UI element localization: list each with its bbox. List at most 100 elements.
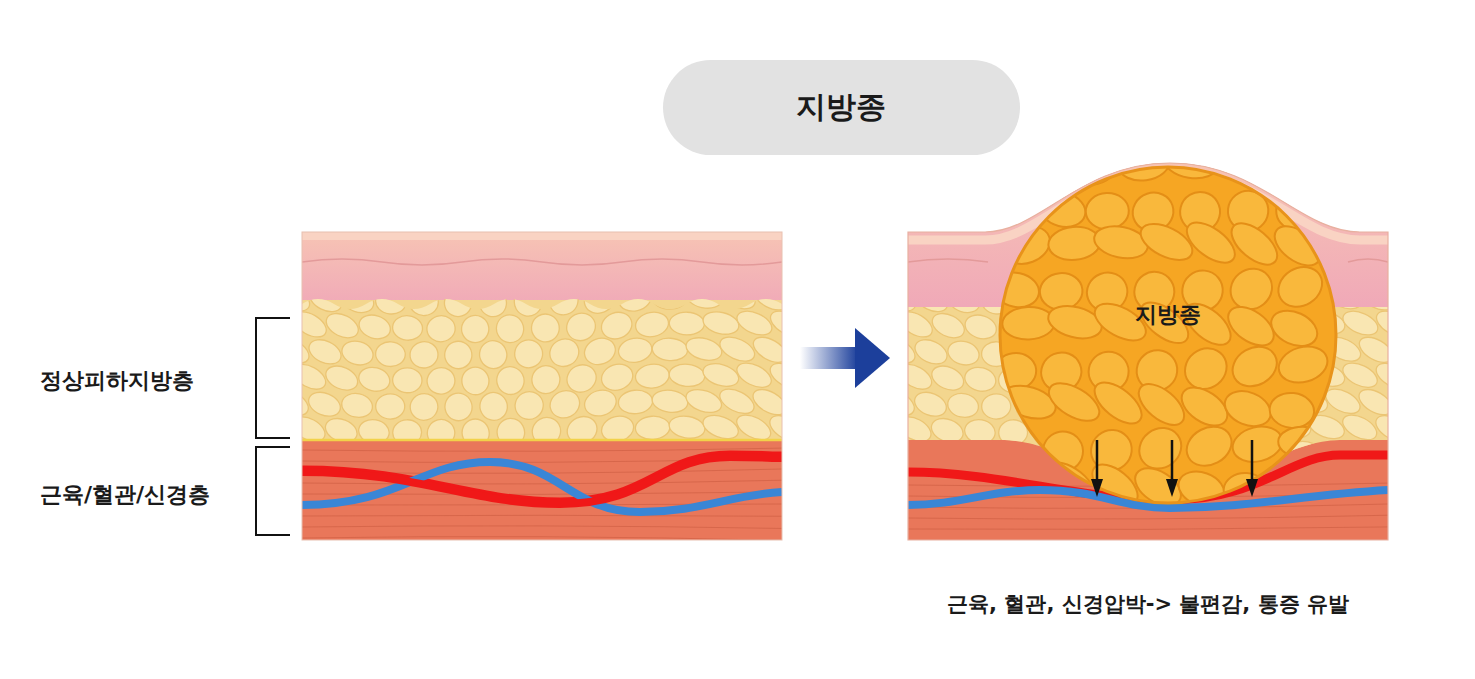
lipoma-lobule xyxy=(1018,139,1076,196)
skin-line xyxy=(1348,259,1388,262)
fat-cell xyxy=(408,391,441,423)
muscle-fiber xyxy=(302,526,782,529)
fat-cell xyxy=(305,335,345,369)
fat-cell xyxy=(963,417,997,446)
transition-arrow xyxy=(800,347,858,369)
fat-cell xyxy=(700,360,741,391)
fat-cell xyxy=(877,438,917,472)
fat-cell xyxy=(633,309,670,339)
normal-skin-section xyxy=(302,232,782,540)
skin-line xyxy=(908,259,988,262)
fat-cell xyxy=(895,307,936,342)
fat-cell xyxy=(1339,358,1381,392)
fat-cell xyxy=(895,412,935,447)
caption: 근육, 혈관, 신경압박-> 불편감, 통증 유발 xyxy=(947,590,1349,618)
fat-cell xyxy=(581,386,619,419)
fat-cell xyxy=(878,333,919,368)
fat-cell xyxy=(717,281,759,314)
lipoma-lobule xyxy=(1295,135,1355,192)
lipoma-lobule xyxy=(1035,424,1091,480)
lipoma-lobule xyxy=(1088,375,1149,431)
layer-boundary xyxy=(302,439,782,442)
lipoma-shape xyxy=(998,165,1338,505)
fat-cell xyxy=(669,312,705,336)
muscle-fibers xyxy=(302,448,782,540)
fat-cell xyxy=(356,311,393,342)
fat-cell xyxy=(928,414,967,446)
muscle-fiber xyxy=(302,480,782,484)
fat-cell xyxy=(652,337,689,361)
fat-cell xyxy=(1355,332,1397,367)
fat-cell xyxy=(1355,384,1396,420)
fat-cell xyxy=(441,286,475,320)
fat-cell xyxy=(878,386,919,421)
panel-border xyxy=(302,232,782,540)
fat-cell xyxy=(733,358,775,392)
fat-cell xyxy=(1372,358,1414,394)
pressure-arrow xyxy=(1251,440,1254,483)
lipoma-lobule xyxy=(1177,340,1235,397)
lipoma-lobule xyxy=(1224,216,1284,273)
pressure-arrowhead xyxy=(1166,479,1178,497)
lipoma-lobule xyxy=(1267,469,1316,515)
fat-cell xyxy=(683,385,725,416)
lipoma-lobule xyxy=(1047,225,1101,262)
fat-cell xyxy=(357,417,391,446)
lipoma-lobule xyxy=(1250,135,1312,190)
lipoma-lobule xyxy=(1180,419,1238,473)
fat-cell xyxy=(766,306,782,341)
fat-cell xyxy=(911,388,950,421)
lipoma-lobule xyxy=(1162,143,1220,182)
fat-cell xyxy=(408,340,440,370)
fat-cell xyxy=(651,388,689,414)
muscle-fiber xyxy=(908,515,1388,519)
fat-layer xyxy=(302,280,782,451)
fat-cell xyxy=(581,334,619,369)
fat-cell xyxy=(339,285,377,317)
fat-cell xyxy=(356,364,392,394)
fat-cell xyxy=(339,391,374,421)
fat-cell xyxy=(1339,306,1381,339)
fat-cell xyxy=(376,394,405,419)
fat-cell xyxy=(425,365,457,396)
fat-cell xyxy=(563,412,602,449)
lipoma-outline xyxy=(1000,167,1336,503)
lipoma-lobule xyxy=(1116,144,1171,184)
lipoma-lobule xyxy=(1275,341,1332,388)
lipoma-lobule xyxy=(1085,192,1129,230)
lipoma-lobule xyxy=(1225,339,1284,394)
pressure-arrow xyxy=(1096,440,1099,483)
lipoma: 지방종 xyxy=(998,165,1338,505)
lipoma-lobule xyxy=(1041,455,1102,512)
fat-cell xyxy=(392,419,422,446)
pressure-arrowhead xyxy=(1091,479,1103,497)
lipoma-lobule xyxy=(1205,137,1268,186)
muscle-fiber xyxy=(908,527,1388,530)
lipoma-lobule xyxy=(1174,466,1230,513)
lipoma-lobule xyxy=(991,269,1043,312)
fat-cell xyxy=(684,283,724,311)
layer-label: 정상피하지방층 xyxy=(40,366,194,396)
fat-cell xyxy=(982,394,1011,419)
pressure-arrows xyxy=(1091,440,1258,497)
fat-cell xyxy=(492,413,530,451)
fat-cell xyxy=(1372,306,1414,341)
fat-cell xyxy=(409,289,440,317)
fat-cell xyxy=(374,288,407,316)
fat-cell xyxy=(683,334,724,364)
lipoma-skin-section xyxy=(877,160,1414,540)
panel-border xyxy=(908,163,1388,540)
muscle-fiber xyxy=(302,448,782,451)
fat-cell xyxy=(617,336,654,365)
fat-cell xyxy=(700,411,742,443)
fat-cell xyxy=(458,415,494,451)
dermis-layer xyxy=(302,232,782,307)
fat-cell xyxy=(945,391,980,421)
pressure-arrowhead xyxy=(1246,479,1258,497)
fat-cell xyxy=(981,445,1011,473)
fat-cell xyxy=(667,414,706,441)
fat-cell xyxy=(928,361,967,394)
muscle-fiber xyxy=(302,515,782,517)
lipoma-lobule xyxy=(1036,188,1089,232)
